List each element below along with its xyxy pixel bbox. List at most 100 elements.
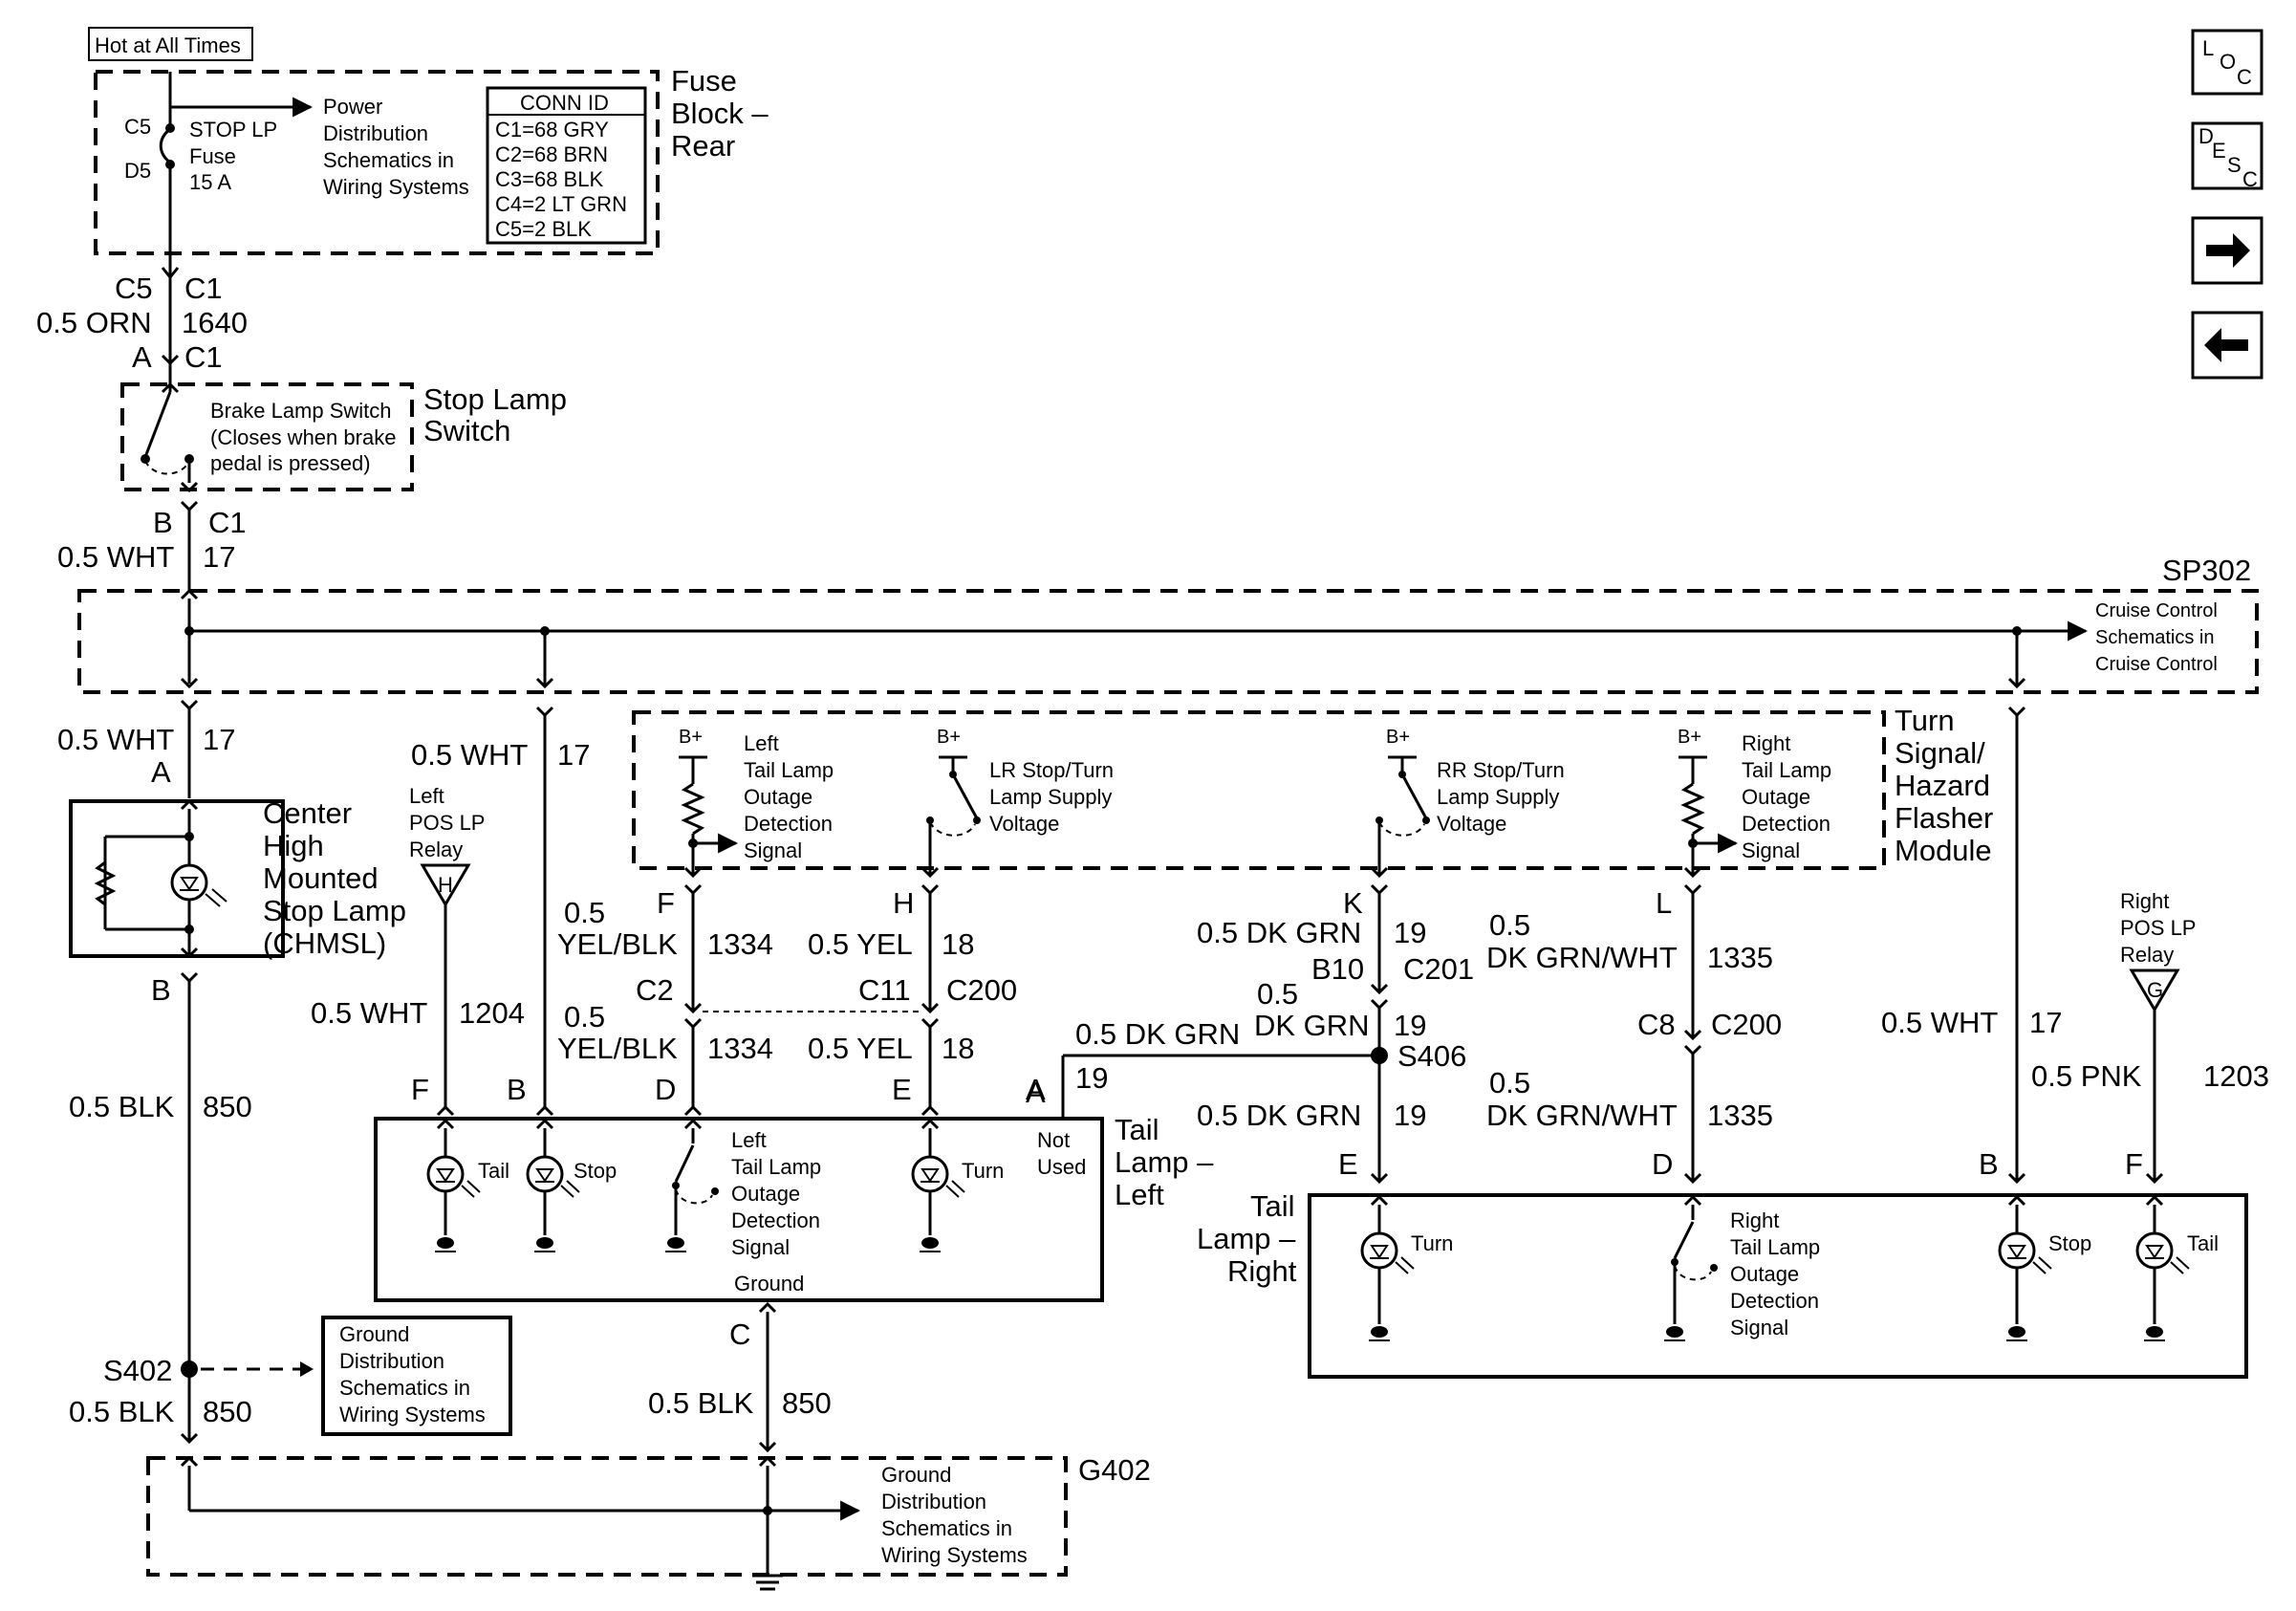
wire-a-gauge: 0.5 ORN (36, 306, 152, 339)
ground-ref-2: Ground Distribution Schematics in Wiring… (881, 1463, 1028, 1567)
tail-lamp-left-box (374, 1117, 1104, 1302)
bplus-k: B+ (1386, 727, 1410, 748)
arrow-left-icon (2204, 328, 2248, 362)
chmsl-lamp (170, 863, 208, 902)
next-button[interactable] (2191, 216, 2264, 285)
tl-turn-label: Turn (962, 1159, 1004, 1183)
circuit-19c: 19 (1075, 1061, 1108, 1095)
right-turn-lamp (1360, 1231, 1398, 1270)
lr-supply-switch (951, 773, 979, 819)
circuit-19: 19 (1394, 916, 1426, 949)
right-outage-resistor (1680, 782, 1705, 836)
ground-circuit-c: 850 (782, 1386, 832, 1420)
svg-text:E: E (2212, 139, 2226, 163)
stop-switch-title: Stop Lamp Switch (423, 382, 575, 447)
left-turn-lamp (911, 1155, 949, 1193)
gauge-yel: 0.5 YEL (808, 927, 913, 961)
tail-left-title: Tail Lamp – Left (1115, 1113, 1222, 1211)
chmsl-pin-a: A (151, 755, 171, 789)
dkgrnwht2-a: 0.5 (1489, 1066, 1530, 1099)
flasher-lr-supply: LR Stop/Turn Lamp Supply Voltage (989, 758, 1119, 836)
tail-right-title: Tail Lamp – Right (1197, 1189, 1304, 1288)
flasher-left-outage: Left Tail Lamp Outage Detection Signal (744, 731, 839, 862)
circuit-1203: 1203 (2203, 1059, 2269, 1093)
fuse-block-box (94, 70, 660, 255)
right-relay-pin: G (2147, 978, 2163, 1002)
tr-pin-d: D (1652, 1147, 1673, 1181)
svg-text:D: D (2199, 124, 2214, 148)
bplus-h: B+ (937, 727, 961, 748)
right-outage-switch (1673, 1221, 1695, 1259)
gauge-yel2: 0.5 YEL (808, 1032, 913, 1065)
right-stop-lamp (1998, 1231, 2036, 1270)
chmsl-resistor (94, 860, 117, 906)
left-outage-resistor (681, 782, 705, 836)
gauge-dkgrn4: 0.5 DK GRN (1197, 1099, 1361, 1132)
wire-b-conn: C1 (208, 506, 247, 539)
circuit-1335b: 1335 (1707, 1099, 1773, 1132)
s402-label: S402 (103, 1354, 172, 1387)
tr-pin-f: F (2125, 1147, 2143, 1181)
cruise-ref: Cruise Control Schematics in Cruise Cont… (2095, 600, 2222, 675)
hot-box (88, 27, 253, 61)
left-outage-switch (674, 1144, 695, 1183)
tl-pin-b: B (507, 1073, 527, 1106)
circuit-18: 18 (942, 927, 974, 961)
right-col-gauge: 0.5 WHT (1881, 1006, 1998, 1039)
gauge-1204: 0.5 WHT (311, 996, 427, 1030)
tr-stop-label: Stop (2048, 1231, 2091, 1255)
gauge-1203: 0.5 PNK (2031, 1059, 2142, 1093)
wire-b-circuit: 17 (203, 540, 235, 574)
right-relay-label: Right POS LP Relay (2120, 889, 2201, 967)
wire-a-c1b: C1 (184, 340, 223, 374)
chmsl-circuit-b: 850 (203, 1090, 252, 1123)
tl-pin-e: E (892, 1073, 912, 1106)
tr-turn-label: Turn (1411, 1231, 1453, 1255)
ground-ref-1: Ground Distribution Schematics in Wiring… (339, 1322, 486, 1426)
svg-text:S: S (2227, 153, 2242, 177)
fuse-symbol (159, 127, 171, 164)
fuse-d5: D5 (124, 159, 151, 183)
left-col-gauge: 0.5 WHT (411, 738, 528, 772)
s406-label: S406 (1397, 1039, 1466, 1073)
chmsl-pin-b: B (151, 973, 171, 1007)
pin-f: F (657, 886, 675, 920)
circuit-1204: 1204 (459, 996, 525, 1030)
ground-gauge-l: 0.5 BLK (69, 1395, 175, 1428)
arrow-right-icon (2206, 233, 2250, 268)
gauge-dkgrn: 0.5 DK GRN (1197, 916, 1361, 949)
conn-id-table (486, 86, 647, 245)
dkgrnwht-a: 0.5 (1489, 908, 1530, 942)
tr-pin-e: E (1338, 1147, 1358, 1181)
prev-button[interactable] (2191, 311, 2264, 380)
left-stop-lamp (526, 1155, 564, 1193)
conn-c200: C200 (946, 973, 1017, 1007)
tail-lamp-right-box (1308, 1193, 2248, 1379)
conn-c8: C8 (1637, 1008, 1676, 1041)
left-tail-lamp (426, 1155, 465, 1193)
tl-stop-label: Stop (574, 1159, 617, 1183)
g402-ground-icon (752, 1574, 783, 1591)
left-relay-label: Left POS LP Relay (409, 784, 490, 861)
desc-button[interactable]: D E S C (2191, 121, 2264, 191)
tr-tail-label: Tail (2187, 1231, 2219, 1255)
pin-a-notused: A (1026, 1076, 1046, 1109)
svg-text:O: O (2220, 50, 2236, 74)
dkgrnwht-b: DK GRN/WHT (1486, 941, 1678, 974)
chmsl-circuit: 17 (203, 723, 235, 756)
switch-blade (143, 391, 172, 458)
tl-ground-label: Ground (734, 1272, 804, 1295)
left-col-circuit: 17 (557, 738, 590, 772)
tl-outage-label: Left Tail Lamp Outage Detection Signal (731, 1128, 827, 1259)
conn-c201: C201 (1403, 952, 1474, 986)
wire-a-c5: C5 (115, 272, 153, 305)
flasher-module-box (632, 710, 1886, 870)
sp302-label: SP302 (2162, 554, 2251, 587)
right-col-circuit: 17 (2029, 1006, 2062, 1039)
tl-pin-d: D (655, 1073, 676, 1106)
loc-button[interactable]: L O C (2191, 29, 2264, 96)
right-tail-lamp (2135, 1231, 2174, 1270)
circuit-1335: 1335 (1707, 941, 1773, 974)
ground-ref-box-1 (321, 1316, 512, 1436)
